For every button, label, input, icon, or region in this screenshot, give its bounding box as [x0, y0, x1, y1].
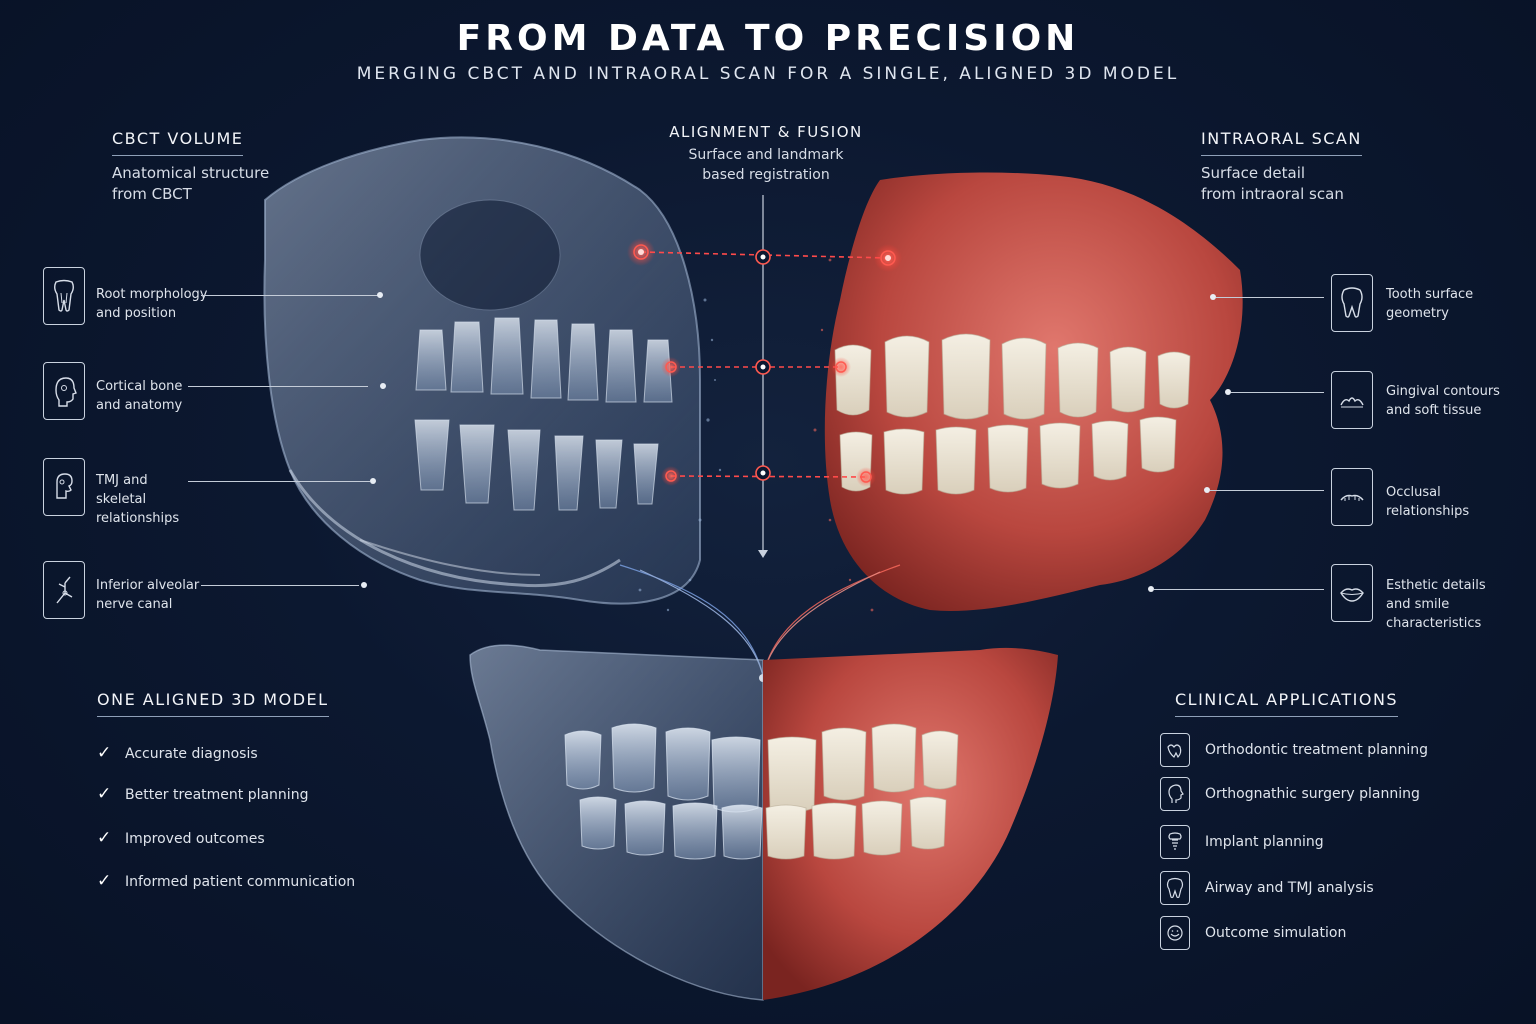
cbct-skull-illustration	[263, 136, 722, 612]
leader-line	[201, 295, 379, 296]
check-icon: ✓	[97, 871, 112, 891]
aligned-model-heading: ONE ALIGNED 3D MODEL	[97, 690, 329, 717]
clinical-item: Implant planning	[1160, 825, 1324, 859]
nerve-icon	[43, 561, 85, 619]
leader-dot	[1210, 294, 1216, 300]
implant-icon	[1160, 825, 1190, 859]
intraoral-scan-illustration	[813, 172, 1243, 612]
alignment-description: Surface and landmark based registration	[688, 147, 844, 183]
benefit-item: ✓Improved outcomes	[97, 828, 265, 848]
clinical-item: Outcome simulation	[1160, 916, 1346, 950]
page-title: FROM DATA TO PRECISION	[456, 18, 1080, 59]
jaw-joint-icon	[43, 458, 85, 516]
intraoral-description: Surface detail from intraoral scan	[1201, 164, 1344, 203]
check-icon: ✓	[97, 828, 112, 848]
cbct-heading: CBCT VOLUME	[112, 129, 244, 156]
leader-dot	[1204, 487, 1210, 493]
leader-line	[188, 386, 368, 387]
leader-line	[188, 481, 370, 482]
leader-dot	[1225, 389, 1231, 395]
leader-line	[1210, 490, 1324, 491]
benefit-item: ✓Accurate diagnosis	[97, 743, 258, 763]
leader-dot	[377, 292, 383, 298]
intraoral-heading: INTRAORAL SCAN	[1201, 129, 1362, 156]
leader-dot	[370, 478, 376, 484]
airway-tooth-icon	[1160, 871, 1190, 905]
gum-icon	[1331, 371, 1373, 429]
skull-icon	[43, 362, 85, 420]
leader-dot	[361, 582, 367, 588]
alignment-heading: ALIGNMENT & FUSION	[669, 123, 863, 141]
face-profile-icon	[1160, 777, 1190, 811]
leader-line	[1216, 297, 1324, 298]
check-icon: ✓	[97, 784, 112, 804]
leader-line	[201, 585, 359, 586]
leader-dot	[1148, 586, 1154, 592]
leader-line	[1231, 392, 1324, 393]
clinical-heading: CLINICAL APPLICATIONS	[1175, 690, 1399, 717]
cbct-description: Anatomical structure from CBCT	[112, 164, 270, 203]
leader-line	[1154, 589, 1324, 590]
benefit-item: ✓Better treatment planning	[97, 784, 309, 804]
smile-face-icon	[1160, 916, 1190, 950]
tooth-icon	[1331, 274, 1373, 332]
leader-dot	[380, 383, 386, 389]
clinical-item: Orthodontic treatment planning	[1160, 733, 1428, 767]
check-icon: ✓	[97, 743, 112, 763]
lips-icon	[1331, 564, 1373, 622]
fused-model-illustration	[469, 644, 1058, 1001]
orthodontic-icon	[1160, 733, 1190, 767]
tooth-root-icon	[43, 267, 85, 325]
page-subtitle: MERGING CBCT AND INTRAORAL SCAN FOR A SI…	[356, 64, 1180, 84]
benefit-item: ✓Informed patient communication	[97, 871, 356, 891]
bite-icon	[1331, 468, 1373, 526]
clinical-item: Orthognathic surgery planning	[1160, 777, 1420, 811]
clinical-item: Airway and TMJ analysis	[1160, 871, 1374, 905]
